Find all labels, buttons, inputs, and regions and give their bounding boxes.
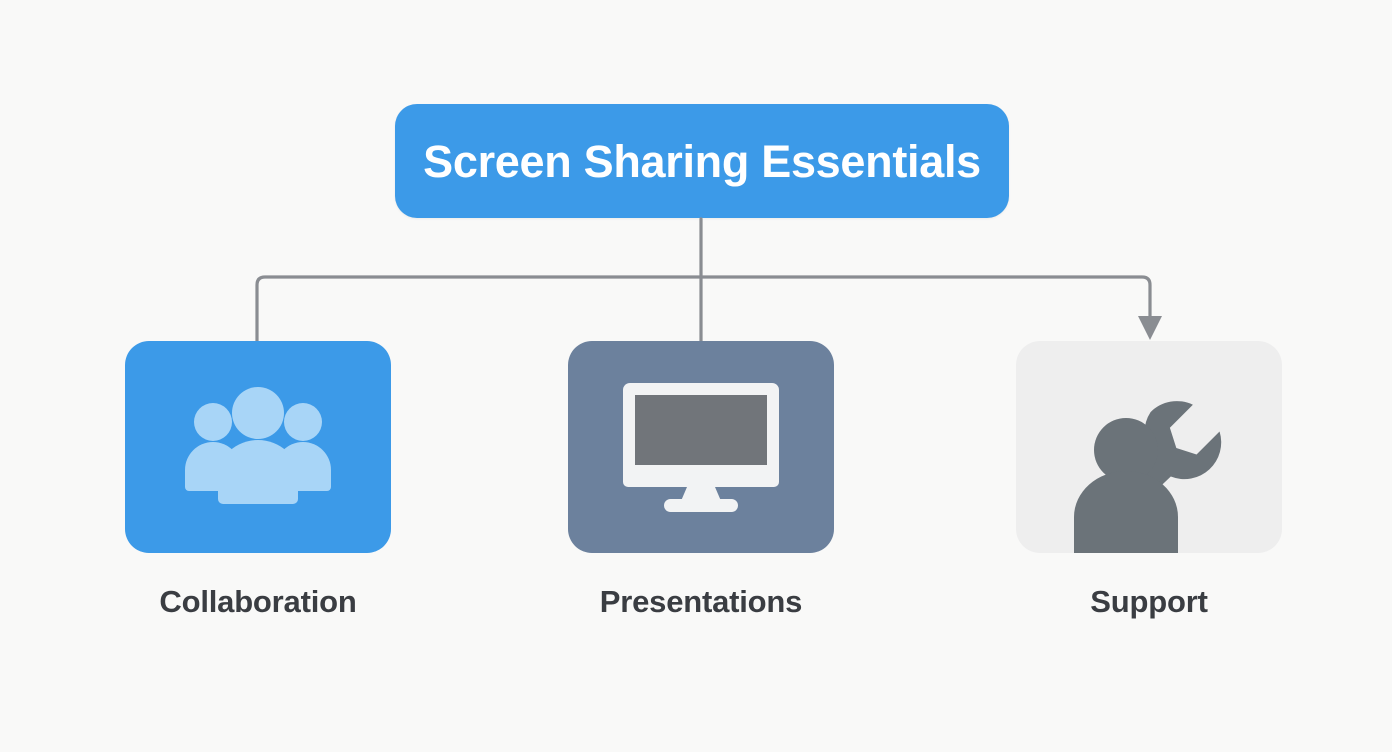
people-group-icon	[185, 387, 331, 504]
root-node[interactable]: Screen Sharing Essentials	[395, 104, 1009, 218]
connector-bus	[255, 275, 1152, 343]
card-label-support: Support	[1090, 584, 1208, 619]
branch-collaboration[interactable]: Collaboration	[125, 341, 391, 617]
branch-presentations[interactable]: Presentations	[568, 341, 834, 617]
card-label-presentations: Presentations	[599, 584, 803, 619]
card-presentations[interactable]	[568, 341, 834, 553]
connector-arrowhead-support	[1138, 316, 1162, 340]
card-label-collaboration: Collaboration	[159, 584, 357, 619]
desktop-monitor-icon	[623, 383, 779, 512]
card-collaboration[interactable]	[125, 341, 391, 553]
card-support[interactable]	[1016, 341, 1282, 553]
person-wrench-icon	[1074, 401, 1222, 553]
page-title: Screen Sharing Essentials	[423, 135, 981, 187]
branch-support[interactable]: Support	[1016, 341, 1282, 617]
